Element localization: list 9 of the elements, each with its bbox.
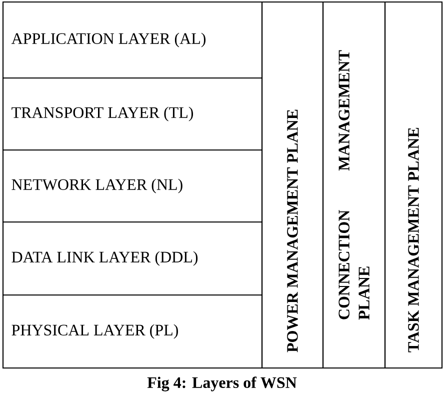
layer-cell: TRANSPORT LAYER (TL) xyxy=(2,77,263,151)
caption: Fig 4: Layers of WSN xyxy=(147,376,297,392)
plane-column: CONNECTION MANAGEMENT PLANE xyxy=(322,1,386,369)
layer-cell: APPLICATION LAYER (AL) xyxy=(2,1,263,79)
plane-column: POWER MANAGEMENT PLANE xyxy=(261,1,324,369)
layer-cell: NETWORK LAYER (NL) xyxy=(2,149,263,223)
plane-column: TASK MANAGEMENT PLANE xyxy=(384,1,443,369)
layer-cell: DATA LINK LAYER (DDL) xyxy=(2,221,263,296)
layer-cell: PHYSICAL LAYER (PL) xyxy=(2,294,263,369)
